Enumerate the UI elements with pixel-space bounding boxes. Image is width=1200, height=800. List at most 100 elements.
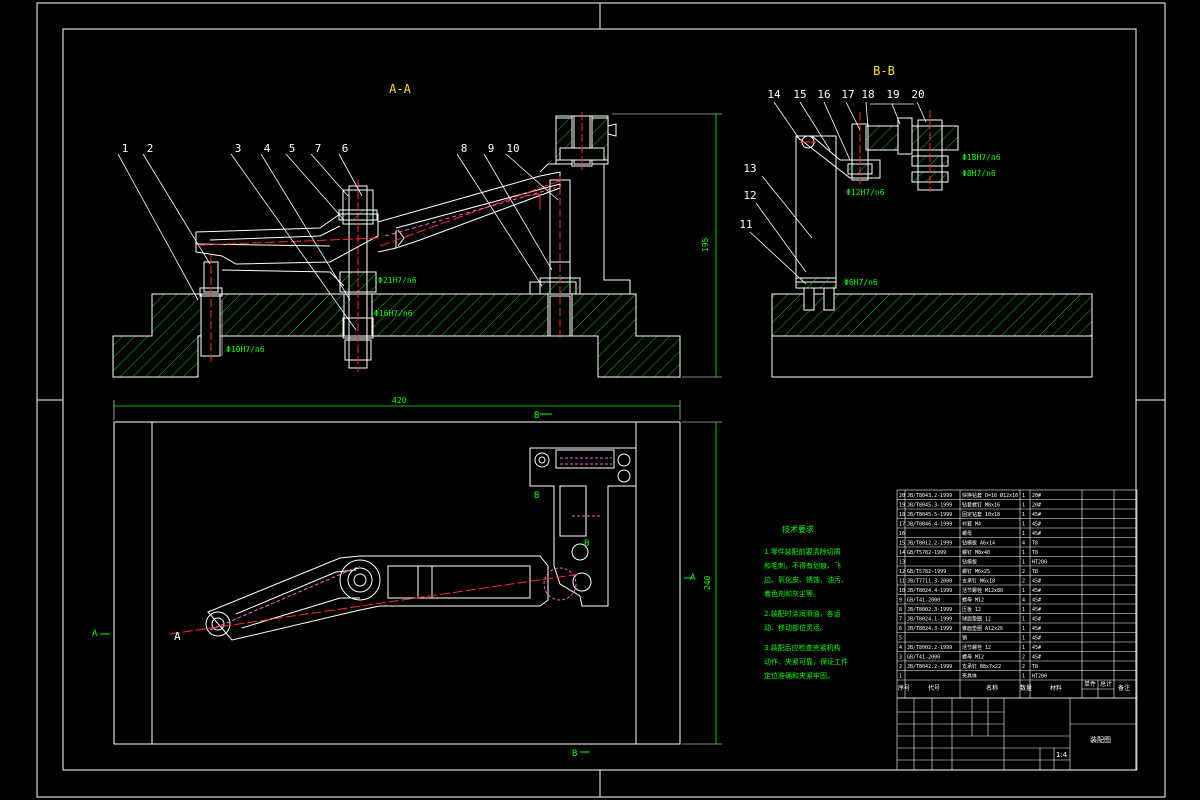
bom-cell: 支承钉 M6x18 bbox=[962, 578, 995, 585]
section-bb-view: B-B bbox=[739, 64, 1093, 378]
part-number-13: 13 bbox=[743, 162, 756, 175]
bom-cell: HT200 bbox=[1032, 674, 1047, 680]
bom-cell: 2 bbox=[1022, 655, 1025, 661]
bom-cell: JB/T8045.3-1999 bbox=[907, 503, 952, 509]
section-markers: A A A B B B B bbox=[92, 411, 696, 759]
bom-cell: 固定钻套 10x18 bbox=[962, 511, 1000, 518]
bom-cell: 45# bbox=[1032, 598, 1041, 604]
bom-cell: 1 bbox=[1022, 607, 1025, 613]
bom-cell: 销 bbox=[962, 635, 967, 642]
section-marker-b-top: B bbox=[534, 411, 539, 421]
part-number-14: 14 bbox=[767, 88, 781, 101]
bom-cell: 螺母 bbox=[962, 530, 972, 537]
notes-line: 3.装配后应检查夹紧机构 bbox=[764, 643, 841, 652]
section-aa-title: A-A bbox=[389, 82, 411, 96]
part-number-12: 12 bbox=[743, 189, 756, 202]
bom-cell: 7 bbox=[899, 617, 902, 623]
section-marker-b-bottom: B bbox=[572, 749, 577, 759]
bom-cell: GB/T41-2000 bbox=[907, 598, 940, 604]
bb-leaders bbox=[749, 101, 927, 285]
bom-cell: 2 bbox=[1022, 579, 1025, 585]
bom-header-cell: 材料 bbox=[1050, 684, 1062, 692]
bom-cell: 活节螺栓 12 bbox=[962, 644, 991, 651]
plan-outline bbox=[113, 421, 681, 745]
part-number-2: 2 bbox=[147, 142, 154, 155]
fit-callout-4: Φ18H7/n6 bbox=[962, 153, 1001, 162]
bom-cell: 衬套 M4 bbox=[962, 521, 981, 528]
part-number-8: 8 bbox=[461, 142, 468, 155]
bom-cell: 2 bbox=[1022, 569, 1025, 575]
notes-line: 2.装配时涂润滑油，各运 bbox=[764, 609, 841, 618]
bom-cell: 45# bbox=[1032, 588, 1041, 594]
plan-height-value: 240 bbox=[703, 575, 712, 590]
bom-cell: 20# bbox=[1032, 493, 1041, 499]
bom-cell: HT200 bbox=[1032, 560, 1047, 566]
notes-line: 1.零件装配前要清除切屑 bbox=[764, 547, 841, 556]
part-number-20: 20 bbox=[911, 88, 924, 101]
bom-cell: 9 bbox=[899, 598, 902, 604]
fixture-body-section bbox=[112, 293, 681, 378]
bom-cell: JB/T8046.4-1999 bbox=[907, 522, 952, 528]
height-dimension: 195 bbox=[612, 113, 722, 378]
sheet-border bbox=[36, 2, 1166, 798]
part-number-18: 18 bbox=[861, 88, 874, 101]
bom-cell: JB/T8012.2-1999 bbox=[907, 541, 952, 547]
bom-cell: 18 bbox=[899, 512, 905, 518]
width-dimension-value: 420 bbox=[392, 396, 407, 405]
bom-header-cell: 序号 bbox=[898, 684, 910, 692]
bom-cell: 20 bbox=[899, 493, 905, 499]
bom-cell: 16 bbox=[899, 531, 905, 537]
bom-cell: 钻模板 A6x14 bbox=[962, 540, 995, 547]
bom-cell: 3 bbox=[899, 655, 902, 661]
stud-bolt bbox=[338, 180, 378, 372]
bom-cell: GB/T5782-1999 bbox=[907, 569, 946, 575]
bom-cell: 45# bbox=[1032, 617, 1041, 623]
bom-cell: JB/T8024.4-1999 bbox=[907, 588, 952, 594]
bom-cell: 2 bbox=[899, 664, 902, 670]
bom-cell: 支承钉 B8x7x22 bbox=[962, 663, 1001, 670]
fit-callout-6: Φ12H7/n6 bbox=[846, 188, 885, 197]
notes-line: 动作，夹紧可靠，保证工件 bbox=[764, 657, 848, 666]
notes-line: 定位准确和夹紧牢固。 bbox=[764, 671, 834, 680]
bom-cell: 球面垫圈 12 bbox=[962, 616, 991, 623]
fit-callout-5: Φ8H7/n6 bbox=[962, 169, 996, 178]
bom-cell: 夹具体 bbox=[962, 673, 977, 680]
bom-cell: 13 bbox=[899, 560, 905, 566]
bom-cell: 20# bbox=[1032, 503, 1041, 509]
bom-cell: 8 bbox=[899, 607, 902, 613]
plan-bracket bbox=[529, 447, 637, 607]
bom-cell: 4 bbox=[1022, 598, 1025, 604]
bom-cell: 45# bbox=[1032, 626, 1041, 632]
aa-fit-callouts: Φ10H7/n6 Φ16H7/n6 Φ21H7/n6 bbox=[221, 276, 417, 356]
bom-cell: 活节螺栓 M12x80 bbox=[962, 587, 1003, 594]
bom-cell: 4 bbox=[899, 645, 902, 651]
technical-notes: 技术要求 1.零件装配前要清除切屑 和毛刺，不得有划痕、飞 边、氧化皮、锈蚀、油… bbox=[764, 524, 848, 680]
bom-cell: 螺母 M12 bbox=[962, 654, 984, 661]
bom-cell: JB/T8042.2-1999 bbox=[907, 664, 952, 670]
bb-part-numbers: 14 15 16 17 18 19 20 13 12 11 bbox=[739, 88, 924, 231]
bom-header-cell: 单件 bbox=[1084, 680, 1096, 688]
bom-cell: 1 bbox=[1022, 560, 1025, 566]
notes-title: 技术要求 bbox=[782, 524, 814, 534]
part-number-19: 19 bbox=[886, 88, 899, 101]
part-number-1: 1 bbox=[122, 142, 129, 155]
drawing-scale: 1:4 bbox=[1056, 751, 1068, 759]
part-number-4: 4 bbox=[264, 142, 271, 155]
bom-cell: JB/T8002.2-1999 bbox=[907, 645, 952, 651]
bom-cell: 10 bbox=[899, 588, 905, 594]
part-number-3: 3 bbox=[235, 142, 242, 155]
part-number-15: 15 bbox=[793, 88, 806, 101]
notes-line: 动、移动部位灵活。 bbox=[764, 623, 827, 632]
aa-leaders bbox=[117, 153, 559, 331]
bom-cell: 1 bbox=[1022, 645, 1025, 651]
plan-height-dimension: 240 bbox=[682, 421, 722, 745]
bom-cell: 1 bbox=[899, 674, 902, 680]
drawing-name: 装配图 bbox=[1090, 735, 1111, 744]
bom-cell: 钻模板 bbox=[962, 559, 977, 566]
bom-cell: 螺钉 M8x40 bbox=[962, 549, 990, 556]
part-number-16: 16 bbox=[817, 88, 830, 101]
bom-cell: JB/T8024.3-1999 bbox=[907, 626, 952, 632]
section-marker-a-arrow: A bbox=[174, 630, 181, 643]
bom-cell: 1 bbox=[1022, 636, 1025, 642]
